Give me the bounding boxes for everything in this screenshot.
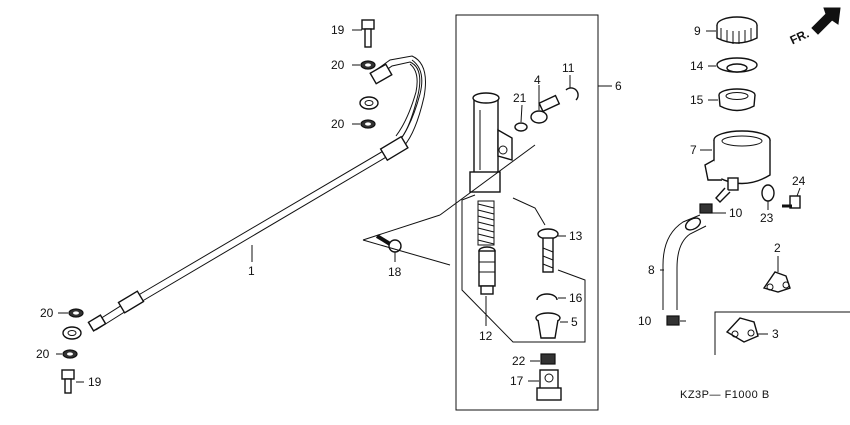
callout-labels: 19 20 20 20 20 19 1 18 21 4 11 6 13 16 5…	[36, 23, 806, 389]
reservoir-bolt-icon	[782, 195, 801, 209]
callout-24: 24	[792, 174, 806, 188]
callout-20-top: 20	[331, 58, 345, 72]
callout-21: 21	[513, 91, 527, 105]
nut-icon	[540, 353, 556, 365]
banjo-eye-upper	[359, 96, 379, 110]
diagram-code: KZ3P— F1000 B	[680, 389, 770, 401]
front-direction-arrow-icon	[811, 7, 841, 35]
callout-6: 6	[615, 79, 622, 93]
joint-pin-icon	[530, 94, 561, 124]
callout-23: 23	[760, 211, 774, 225]
stay-bracket-icon	[762, 271, 791, 293]
callout-9: 9	[694, 24, 701, 38]
master-cylinder-body	[469, 92, 513, 193]
brake-hose	[87, 55, 426, 332]
callout-22: 22	[512, 354, 526, 368]
reservoir-hose-icon	[662, 214, 707, 310]
reservoir-cap-icon	[716, 16, 758, 44]
callout-19-top: 19	[331, 23, 345, 37]
dust-boot-icon	[535, 312, 561, 339]
orientation-label: FR.	[788, 26, 811, 47]
snap-ring-icon	[536, 293, 558, 301]
callout-11: 11	[562, 61, 575, 75]
callout-13: 13	[569, 229, 583, 243]
sealing-washer-icon	[62, 60, 376, 359]
rod-joint-icon	[536, 369, 562, 401]
callout-17: 17	[510, 374, 524, 388]
reservoir-washer-icon	[761, 184, 775, 202]
callout-16: 16	[569, 291, 583, 305]
callout-20-bottom: 20	[36, 347, 50, 361]
diaphragm-icon	[718, 88, 756, 112]
leader-lines	[56, 29, 801, 383]
reservoir-stay-icon	[725, 317, 759, 343]
push-rod-icon	[537, 228, 559, 273]
part3-frame	[714, 311, 850, 355]
callout-20-lower: 20	[40, 306, 54, 320]
callout-12: 12	[479, 329, 493, 343]
callout-14: 14	[690, 59, 704, 73]
callout-5: 5	[571, 315, 578, 329]
callout-8: 8	[648, 263, 655, 277]
callout-7: 7	[690, 143, 697, 157]
hose-clip-icon	[666, 203, 713, 326]
callout-10-lower: 10	[638, 314, 652, 328]
master-cylinder-group-frame	[455, 14, 599, 411]
callout-15: 15	[690, 93, 704, 107]
callout-1: 1	[248, 264, 255, 278]
callout-2: 2	[774, 241, 781, 255]
callout-10-upper: 10	[729, 206, 743, 220]
callout-20-mid: 20	[331, 117, 345, 131]
piston-icon	[478, 246, 496, 295]
o-ring-icon	[514, 122, 528, 132]
callout-19-bottom: 19	[88, 375, 102, 389]
oil-bolt-icon	[61, 19, 375, 394]
callout-3: 3	[772, 327, 779, 341]
piston-spring-icon	[477, 200, 495, 246]
banjo-eye-lower	[62, 326, 82, 340]
reservoir-tank-icon	[704, 130, 771, 203]
callout-4: 4	[534, 73, 541, 87]
diaphragm-plate-icon	[716, 57, 758, 73]
circlip-icon	[565, 87, 579, 101]
callout-18: 18	[388, 265, 402, 279]
